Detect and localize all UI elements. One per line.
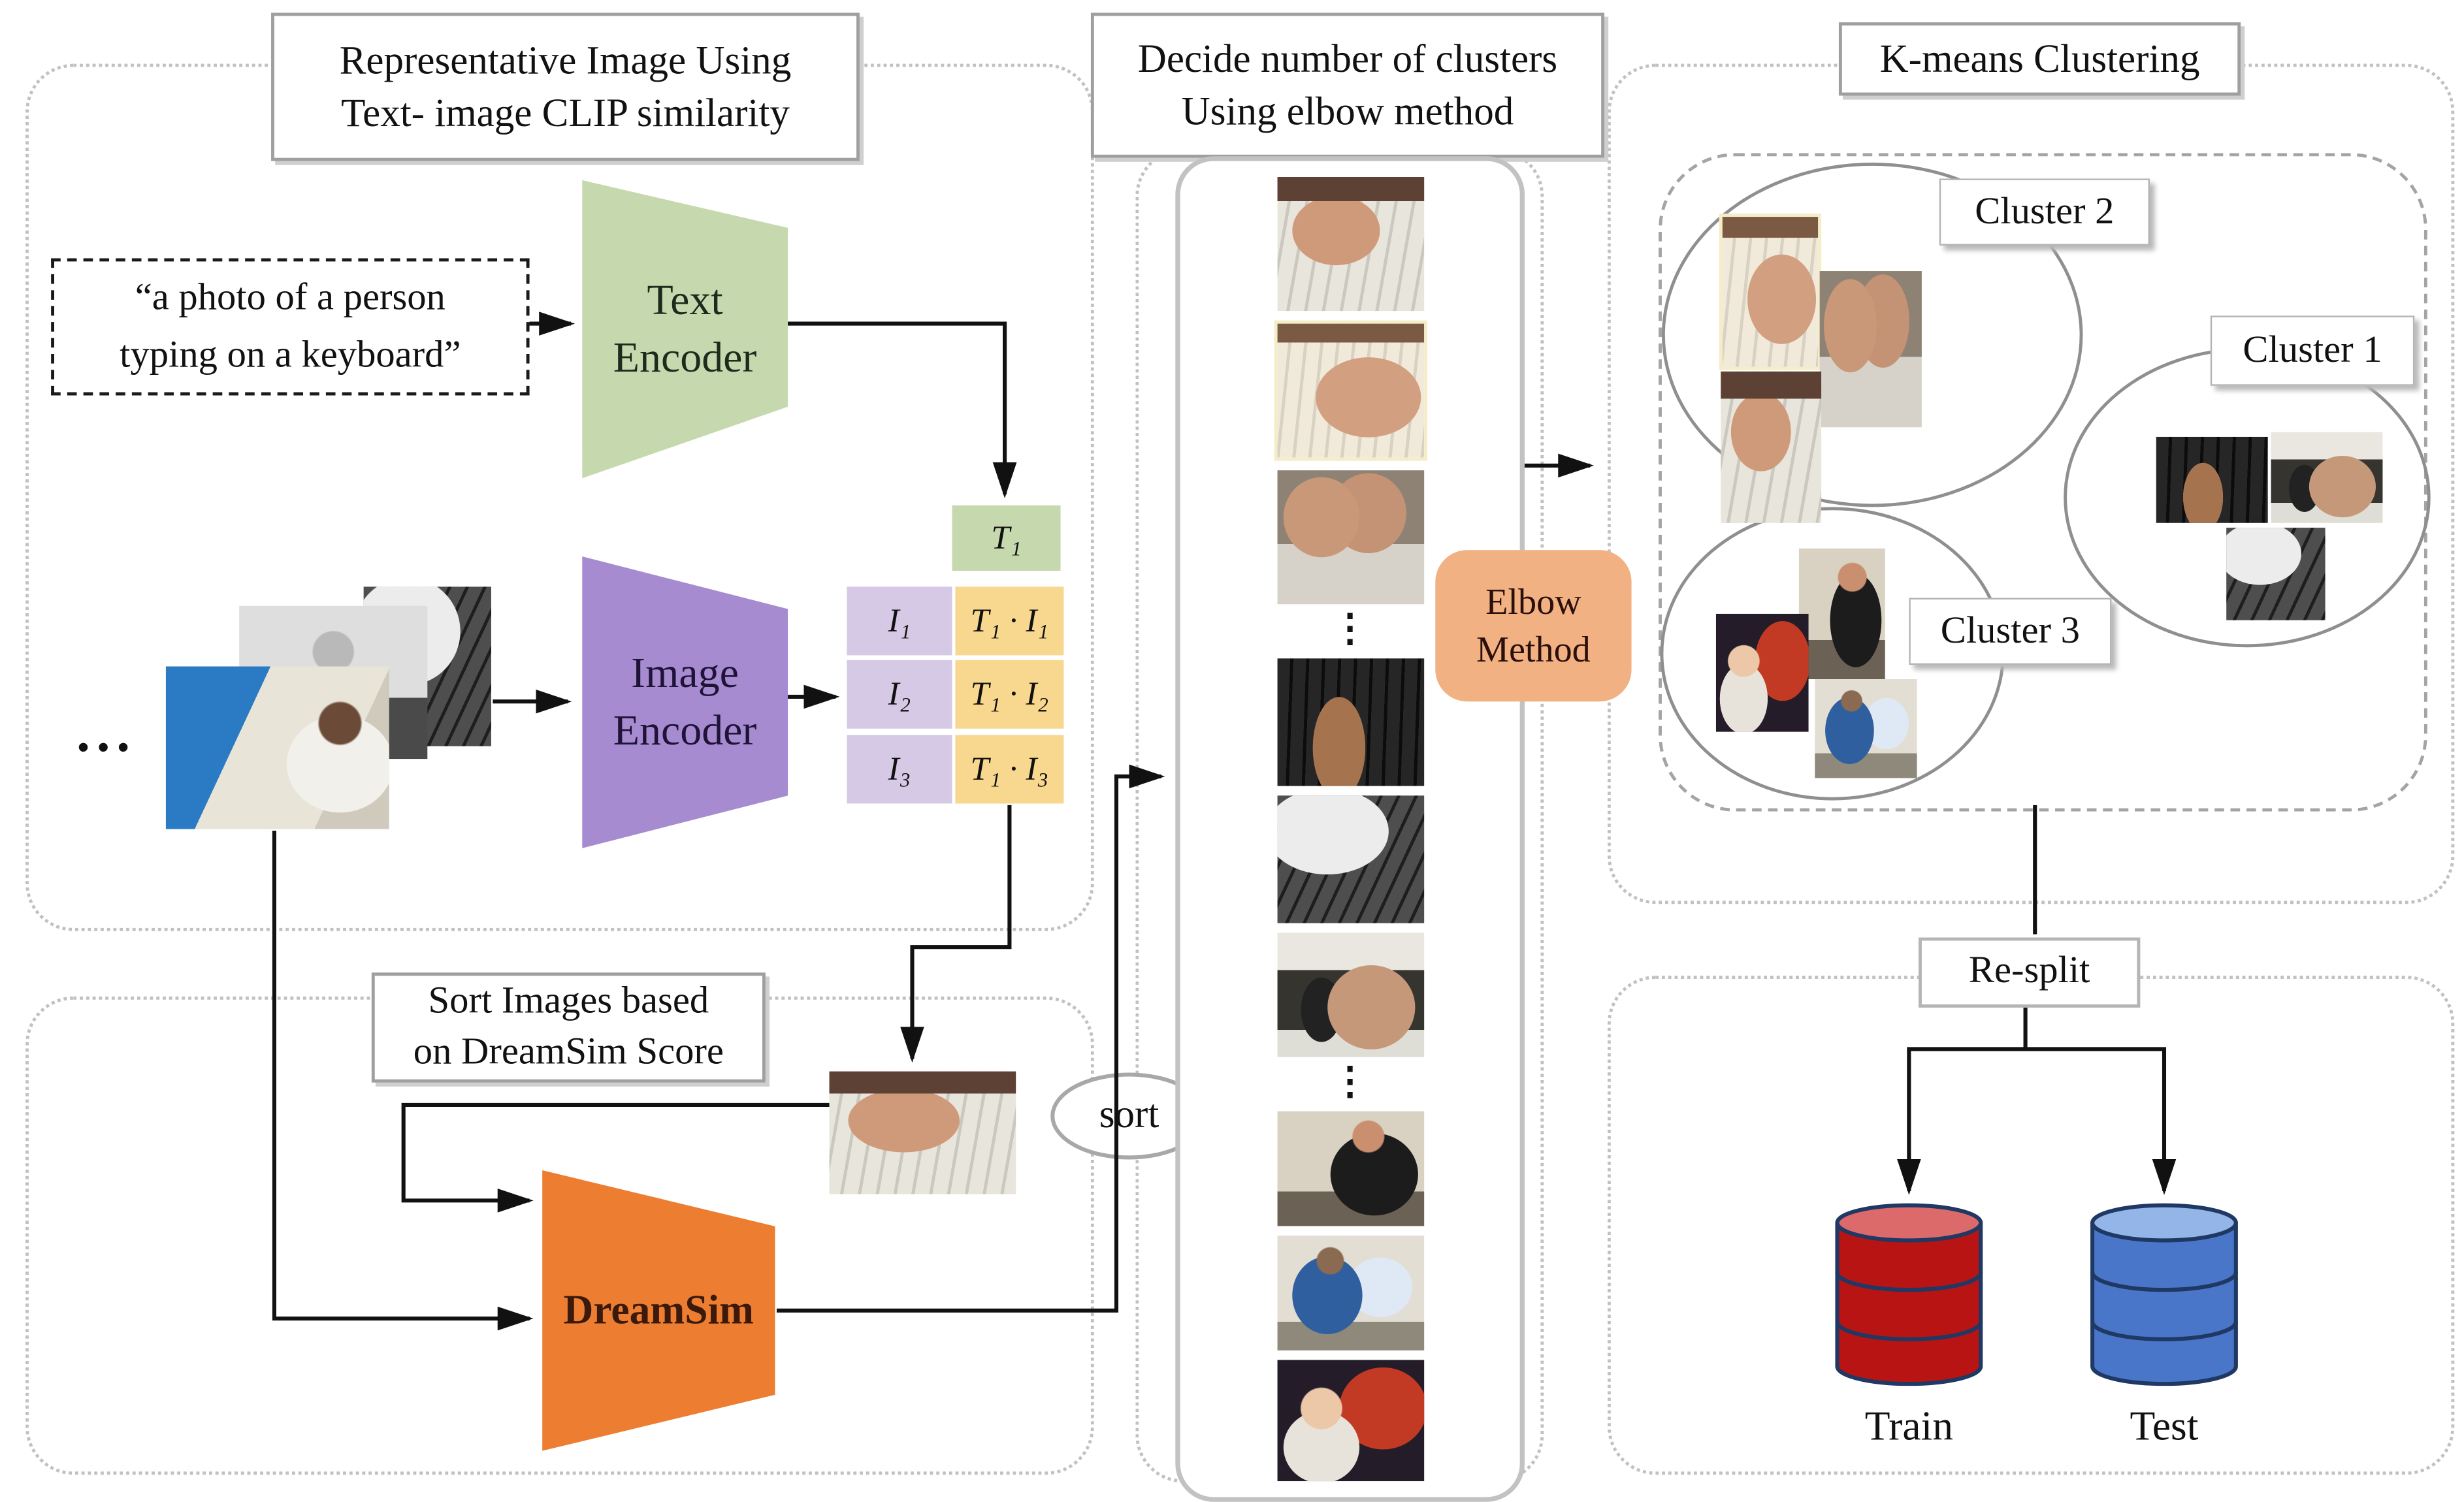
title-decide: Decide number of clusters Using elbow me… <box>1090 12 1605 158</box>
arrow-representative-to-dreamsim <box>401 1102 830 1213</box>
strip-image-1 <box>1276 176 1423 312</box>
cell-t1i1: T₁ · I₁ <box>955 586 1064 656</box>
strip-image-2 <box>1273 320 1427 461</box>
cluster3-label: Cluster 3 <box>1909 598 2112 665</box>
arrow-resplit-to-train <box>1897 1004 2028 1195</box>
arrow-similarity-to-representative <box>900 805 1012 1063</box>
cell-i1: I₁ <box>847 586 952 656</box>
resplit-box: Re-split <box>1919 937 2141 1008</box>
stack-image-blue-room <box>165 666 389 829</box>
title-representative: Representative Image Using Text- image C… <box>271 12 860 161</box>
representative-image <box>829 1071 1016 1194</box>
strip-image-5 <box>1276 795 1423 923</box>
strip-image-6 <box>1276 933 1423 1057</box>
cluster2-image-2 <box>1819 271 1922 428</box>
strip-image-3 <box>1276 470 1423 605</box>
cluster1-label: Cluster 1 <box>2210 315 2415 386</box>
cell-t1i2: T₁ · I₂ <box>955 660 1064 729</box>
cluster2-image-3 <box>1721 371 1822 523</box>
elbow-method-box: Elbow Method <box>1435 550 1632 702</box>
cluster2-image-1 <box>1719 214 1822 370</box>
cluster2-label: Cluster 2 <box>1939 178 2150 246</box>
text-prompt: “a photo of a person typing on a keyboar… <box>51 258 530 396</box>
arrow-stack-to-dreamsim <box>272 830 534 1331</box>
cell-i3: I₃ <box>847 735 952 804</box>
dataset-ellipsis: ... <box>76 705 137 764</box>
test-label: Test <box>2130 1403 2199 1450</box>
strip-image-8 <box>1276 1236 1423 1350</box>
title-kmeans: K-means Clustering <box>1838 22 2241 96</box>
sort-label: sort <box>1099 1093 1159 1137</box>
strip-ellipsis-1: ⋮ <box>1331 609 1369 651</box>
cluster3-image-3 <box>1815 679 1917 778</box>
arrow-resplit-to-test <box>2025 1047 2177 1195</box>
title-sort-panel: Sort Images based on DreamSim Score <box>371 972 766 1083</box>
strip-ellipsis-2: ⋮ <box>1331 1061 1369 1104</box>
cluster1-image-1 <box>2156 436 2268 523</box>
arrow-text-encoder-to-t1 <box>788 321 1017 498</box>
cluster3-image-1 <box>1798 548 1885 680</box>
cluster3-image-2 <box>1715 613 1809 732</box>
strip-image-7 <box>1276 1111 1423 1226</box>
strip-image-9 <box>1276 1360 1423 1482</box>
strip-image-4 <box>1276 658 1423 786</box>
cluster1-image-3 <box>2226 528 2326 620</box>
cell-t1: T₁ <box>952 505 1061 571</box>
cell-t1i3: T₁ · I₃ <box>955 735 1064 804</box>
sorted-image-strip: ⋮ ⋮ <box>1175 156 1525 1502</box>
train-label: Train <box>1864 1403 1953 1450</box>
test-database-icon <box>2090 1203 2238 1386</box>
image-encoder-block: Image Encoder <box>582 556 788 848</box>
cluster2-ellipse <box>1661 163 2083 507</box>
train-database-icon <box>1835 1203 1983 1386</box>
arrow-dreamsim-via-sort-to-strip <box>776 764 1165 1313</box>
cell-i2: I₂ <box>847 660 952 729</box>
cluster1-image-2 <box>2271 432 2383 523</box>
